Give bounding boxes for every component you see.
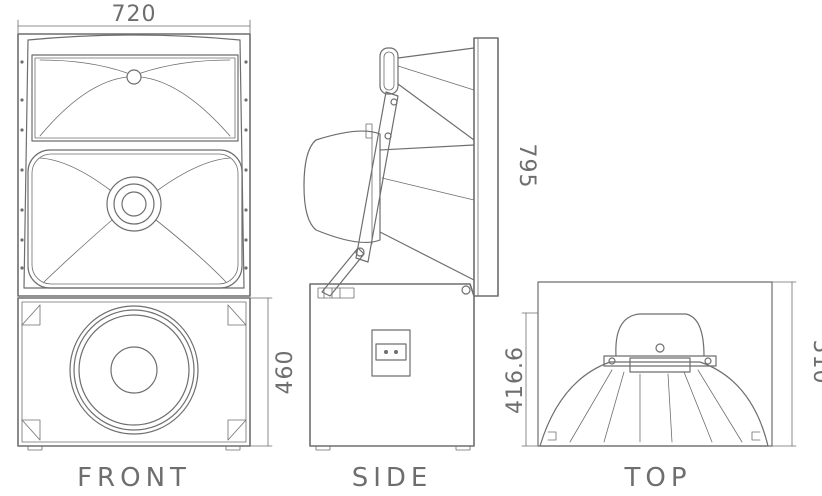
side-height-dimension: 795	[497, 37, 539, 297]
front-caption: FRONT	[77, 463, 191, 493]
front-hf-horn	[31, 54, 239, 142]
front-width-label: 720	[112, 2, 157, 27]
top-driver	[603, 313, 717, 373]
front-woofer	[69, 305, 199, 435]
side-sub-cabinet	[309, 283, 475, 451]
side-view: 795 SIDE	[303, 37, 539, 493]
top-inner-depth-label: 416.6	[503, 346, 528, 414]
top-outer-depth-label: 510	[808, 340, 822, 385]
front-sub-cabinet	[17, 297, 251, 451]
top-outer-depth-dimension: 510	[771, 281, 822, 447]
side-height-label: 795	[514, 144, 539, 189]
front-width-dimension: 720	[17, 2, 251, 35]
top-view: 416.6 510 TOP	[503, 281, 822, 493]
front-view: 720	[17, 2, 298, 493]
front-mid-horn	[27, 149, 243, 289]
top-outline	[521, 281, 773, 447]
top-caption: TOP	[623, 463, 691, 493]
side-hf-horn	[379, 47, 475, 141]
top-inner-depth-dimension: 416.6	[503, 312, 541, 447]
side-bracket	[321, 91, 399, 297]
front-screw-dots	[20, 60, 248, 270]
top-horn-bell	[539, 361, 769, 447]
side-caption: SIDE	[352, 463, 433, 493]
front-sub-height-label: 460	[273, 350, 298, 395]
front-top-cabinet	[17, 33, 251, 297]
side-back-panel	[473, 37, 499, 297]
side-mid-horn	[303, 130, 475, 281]
front-sub-height-dimension: 460	[249, 297, 298, 447]
side-handle-plate	[371, 329, 411, 377]
